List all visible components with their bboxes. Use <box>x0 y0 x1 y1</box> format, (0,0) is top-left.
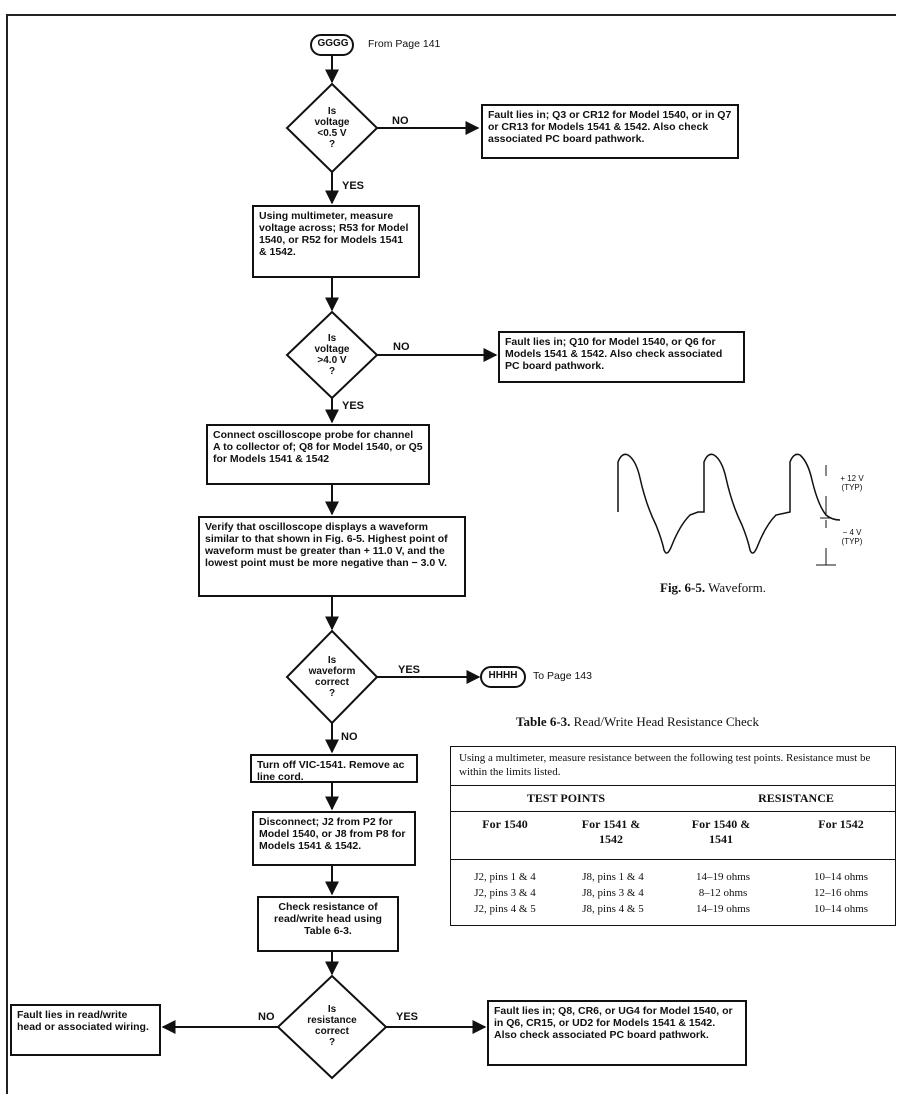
decision-4-line-3: correct <box>315 1026 349 1037</box>
table-col-header: For 1540 & 1541 <box>691 817 751 846</box>
decision-3-text: Is waveform correct ? <box>297 655 367 699</box>
decision-diamond-4 <box>276 974 388 1080</box>
table-col-header: For 1542 <box>818 817 864 831</box>
decision-2-line-1: Is <box>327 333 337 344</box>
process-box-5: Disconnect; J2 from P2 for Model 1540, o… <box>252 811 416 866</box>
table-cell: 12–16 ohms <box>813 887 869 899</box>
table-cell: J8, pins 4 & 5 <box>582 903 644 915</box>
decision-1-text: Is voltage <0.5 V ? <box>297 106 367 150</box>
table-title: Table 6-3. Read/Write Head Resistance Ch… <box>516 714 759 730</box>
table-cell: J2, pins 1 & 4 <box>474 871 536 883</box>
decision-4-text: Is resistance correct ? <box>292 1004 372 1048</box>
decision-1-no-label: NO <box>392 115 409 127</box>
table-title-number: Table 6-3. <box>516 714 571 729</box>
decision-2-line-2: voltage <box>314 344 350 355</box>
table-rule-group <box>451 811 895 812</box>
decision-1-line-1: Is <box>327 106 337 117</box>
fault-box-4: Fault lies in read/write head or associa… <box>10 1004 161 1056</box>
connector-start-label: GGGG <box>317 38 349 49</box>
decision-2-text: Is voltage >4.0 V ? <box>297 333 367 377</box>
decision-3-line-3: correct <box>315 677 349 688</box>
process-box-1: Using multimeter, measure voltage across… <box>252 205 420 278</box>
connector-end-label: HHHH <box>488 670 518 681</box>
decision-1-line-4: ? <box>328 139 336 150</box>
table-title-text: Read/Write Head Resistance Check <box>573 714 760 729</box>
fault-box-3: Fault lies in; Q8, CR6, or UG4 for Model… <box>487 1000 747 1066</box>
decision-4-yes-label: YES <box>396 1011 419 1023</box>
decision-2-line-3: >4.0 V <box>317 355 347 366</box>
decision-4-line-1: Is <box>327 1004 337 1015</box>
process-box-4: Turn off VIC-1541. Remove ac line cord. <box>250 754 418 783</box>
decision-4-no-label: NO <box>258 1011 275 1023</box>
resistance-table: Using a multimeter, measure resistance b… <box>450 746 896 926</box>
table-group-header-test-points: TEST POINTS <box>526 791 606 805</box>
decision-2-yes-label: YES <box>342 400 365 412</box>
table-cell: 14–19 ohms <box>695 871 751 883</box>
decision-3-yes-label: YES <box>398 664 421 676</box>
decision-4-line-4: ? <box>328 1037 336 1048</box>
fault-box-1: Fault lies in; Q3 or CR12 for Model 1540… <box>481 104 739 159</box>
table-intro: Using a multimeter, measure resistance b… <box>459 752 871 778</box>
table-cell: 8–12 ohms <box>698 887 748 899</box>
process-box-6: Check resistance of read/write head usin… <box>257 896 399 952</box>
table-cell: 10–14 ohms <box>813 871 869 883</box>
frame-top-line <box>6 14 896 16</box>
table-cell: 10–14 ohms <box>813 903 869 915</box>
figure-caption-number: Fig. 6-5. <box>660 580 706 595</box>
waveform-plus-label: + 12 V (TYP) <box>840 474 864 492</box>
decision-3-no-label: NO <box>341 731 358 743</box>
decision-1-line-2: voltage <box>314 117 350 128</box>
decision-4-line-2: resistance <box>307 1015 357 1026</box>
table-cell: J2, pins 4 & 5 <box>474 903 536 915</box>
table-rule-top <box>451 785 895 786</box>
decision-1-line-3: <0.5 V <box>317 128 347 139</box>
table-cell: 14–19 ohms <box>695 903 751 915</box>
decision-2-no-label: NO <box>393 341 410 353</box>
decision-3-line-2: waveform <box>308 666 356 677</box>
decision-3-line-4: ? <box>328 688 336 699</box>
table-rule-cols <box>451 859 895 860</box>
fault-box-2: Fault lies in; Q10 for Model 1540, or Q6… <box>498 331 745 383</box>
table-cell: J8, pins 1 & 4 <box>582 871 644 883</box>
connector-end-text: To Page 143 <box>533 670 592 682</box>
decision-3-line-1: Is <box>327 655 337 666</box>
table-col-header: For 1541 & 1542 <box>581 817 641 846</box>
table-col-header: For 1540 <box>482 817 528 831</box>
connector-start-text: From Page 141 <box>368 38 441 50</box>
figure-caption-text: Waveform. <box>708 580 766 595</box>
frame-left-line <box>6 14 8 1094</box>
figure-caption: Fig. 6-5. Waveform. <box>660 580 766 596</box>
waveform-figure <box>617 453 841 566</box>
connector-end-shape <box>480 666 526 688</box>
waveform-minus-label: − 4 V (TYP) <box>841 528 863 546</box>
table-cell: J2, pins 3 & 4 <box>474 887 536 899</box>
table-cell: J8, pins 3 & 4 <box>582 887 644 899</box>
decision-1-yes-label: YES <box>342 180 365 192</box>
table-group-header-resistance: RESISTANCE <box>758 791 834 805</box>
process-box-2: Connect oscilloscope probe for channel A… <box>206 424 430 485</box>
process-box-3: Verify that oscilloscope displays a wave… <box>198 516 466 597</box>
decision-2-line-4: ? <box>328 366 336 377</box>
